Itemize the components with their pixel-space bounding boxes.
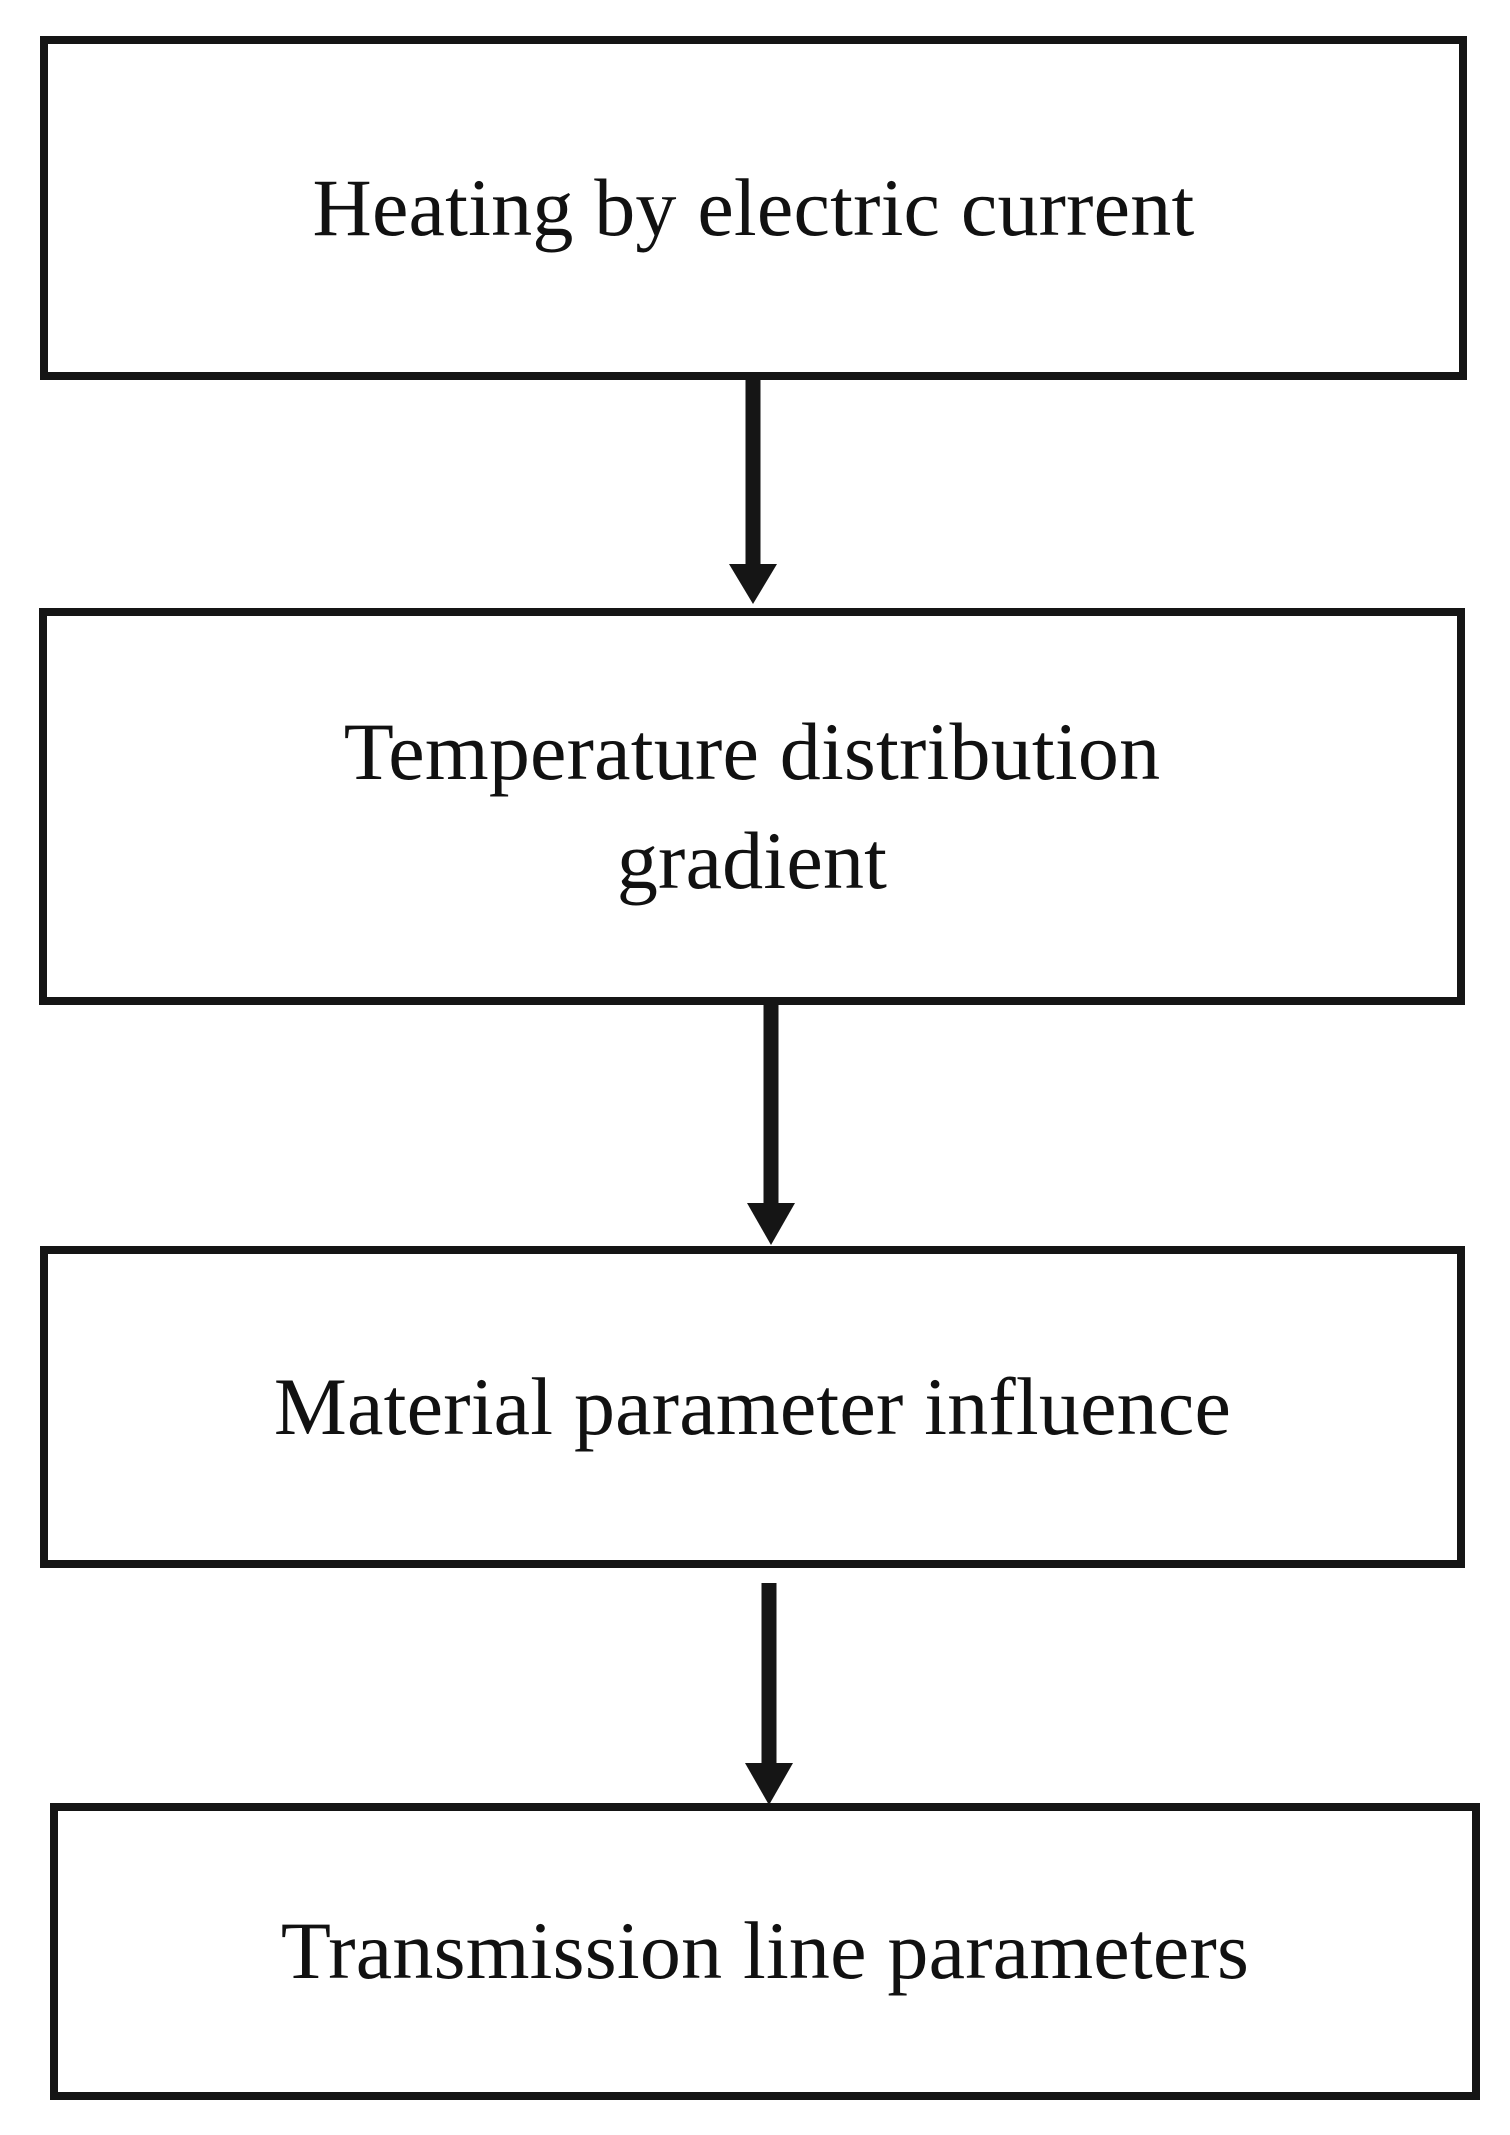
flowchart-node-temperature-distribution-gradient[interactable]: Temperature distribution gradient [39, 608, 1465, 1005]
flowchart-node-heating-by-electric-current[interactable]: Heating by electric current [40, 36, 1467, 380]
node-label: Transmission line parameters [280, 1905, 1250, 1997]
arrow-down-icon [747, 1003, 795, 1245]
node-label: Material parameter influence [273, 1360, 1232, 1452]
node-label: Heating by electric current [312, 161, 1195, 253]
flowchart-arrow-1 [728, 378, 778, 604]
flowchart-node-material-parameter-influence[interactable]: Material parameter influence [40, 1246, 1465, 1568]
flowchart-node-transmission-line-parameters[interactable]: Transmission line parameters [50, 1803, 1480, 2100]
flowchart-arrow-3 [744, 1583, 794, 1805]
node-label: Temperature distribution gradient [343, 706, 1161, 906]
arrow-down-icon [729, 378, 777, 604]
flowchart-arrow-2 [746, 1003, 796, 1245]
arrow-down-icon [745, 1583, 793, 1805]
